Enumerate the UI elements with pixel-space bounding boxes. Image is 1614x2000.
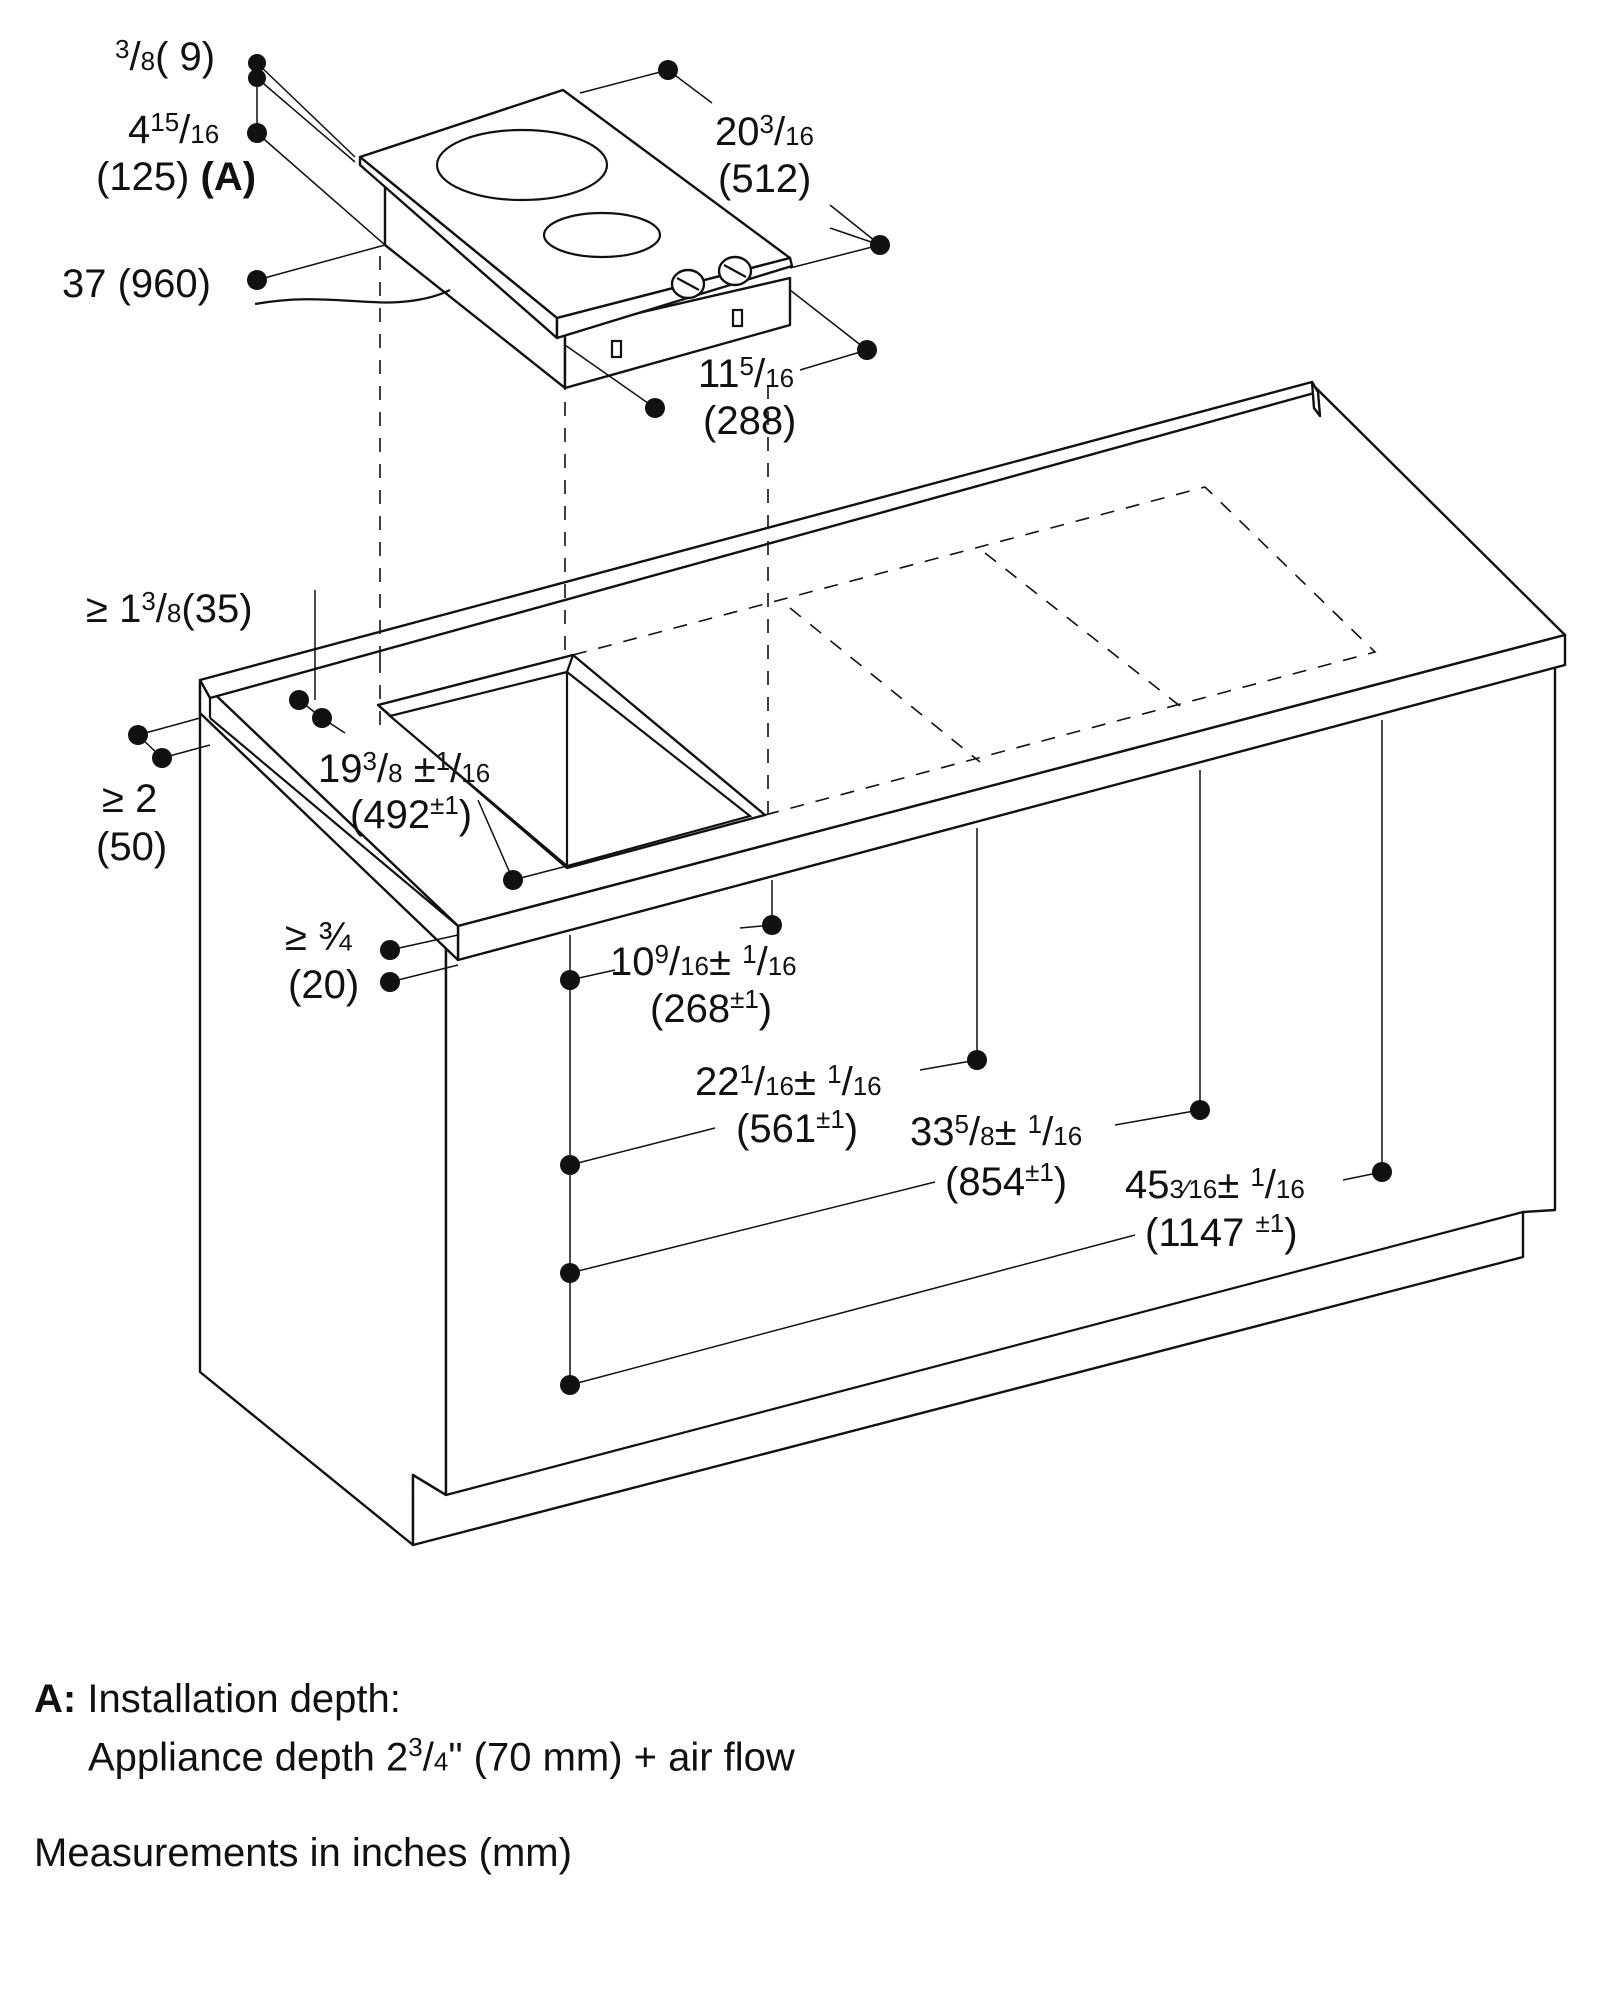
indicator-right xyxy=(731,308,744,328)
footnotes: A: Installation depth: Appliance depth 2… xyxy=(34,1675,795,1877)
label-cord-length: 37 (960) xyxy=(62,262,211,306)
label-min-3-4: ≥ ¾ xyxy=(285,915,352,959)
label-3-8: 3/8( 9) xyxy=(115,34,215,79)
power-cord xyxy=(254,289,451,306)
label-125-a: (125) (A) xyxy=(96,155,256,199)
control-knob-left xyxy=(670,268,706,300)
large-burner xyxy=(435,128,609,202)
label-50: (50) xyxy=(96,825,167,869)
cooktop xyxy=(254,88,794,390)
label-20-3-16: 203/16 xyxy=(715,109,814,154)
label-22-1-16: 221/16± 1/16 xyxy=(695,1059,882,1104)
label-4-15-16: 415/16 xyxy=(128,107,219,152)
label-268: (268±1) xyxy=(650,984,772,1031)
label-19-3-8: 193/8 ±1/16 xyxy=(318,746,490,791)
note-a-title: Installation depth: xyxy=(87,1677,401,1721)
label-min-2: ≥ 2 xyxy=(102,777,157,821)
label-288: (288) xyxy=(703,399,796,443)
label-561: (561±1) xyxy=(736,1104,858,1151)
label-492: (492±1) xyxy=(350,790,472,837)
dimension-dots xyxy=(128,54,1392,1395)
note-a-key: A: xyxy=(34,1677,77,1721)
label-1147: (1147 ±1) xyxy=(1145,1208,1298,1255)
small-burner xyxy=(542,211,662,259)
label-20: (20) xyxy=(288,963,359,1007)
future-modules-outline xyxy=(379,245,1377,816)
label-512: (512) xyxy=(718,157,811,201)
label-854: (854±1) xyxy=(945,1157,1067,1204)
countertop-cutout xyxy=(376,653,767,870)
note-a-line2: Appliance depth 23/4" (70 mm) + air flow xyxy=(88,1732,795,1780)
dimension-labels: 3/8( 9) 415/16 (125) (A) 37 (960) 203/16… xyxy=(62,34,1305,1255)
label-45-3-16: 453⁄16± 1/16 xyxy=(1125,1162,1305,1207)
label-10-9-16: 109/16± 1/16 xyxy=(610,939,797,984)
label-33-5-8: 335/8± 1/16 xyxy=(910,1109,1082,1154)
note-a-line1: A: Installation depth: xyxy=(34,1675,795,1723)
label-min-1-3-8: ≥ 13/8(35) xyxy=(86,586,253,631)
label-11-5-16: 115/16 xyxy=(698,351,794,396)
indicator-left xyxy=(610,339,623,359)
control-knob-right xyxy=(717,255,753,287)
note-units: Measurements in inches (mm) xyxy=(34,1831,572,1876)
